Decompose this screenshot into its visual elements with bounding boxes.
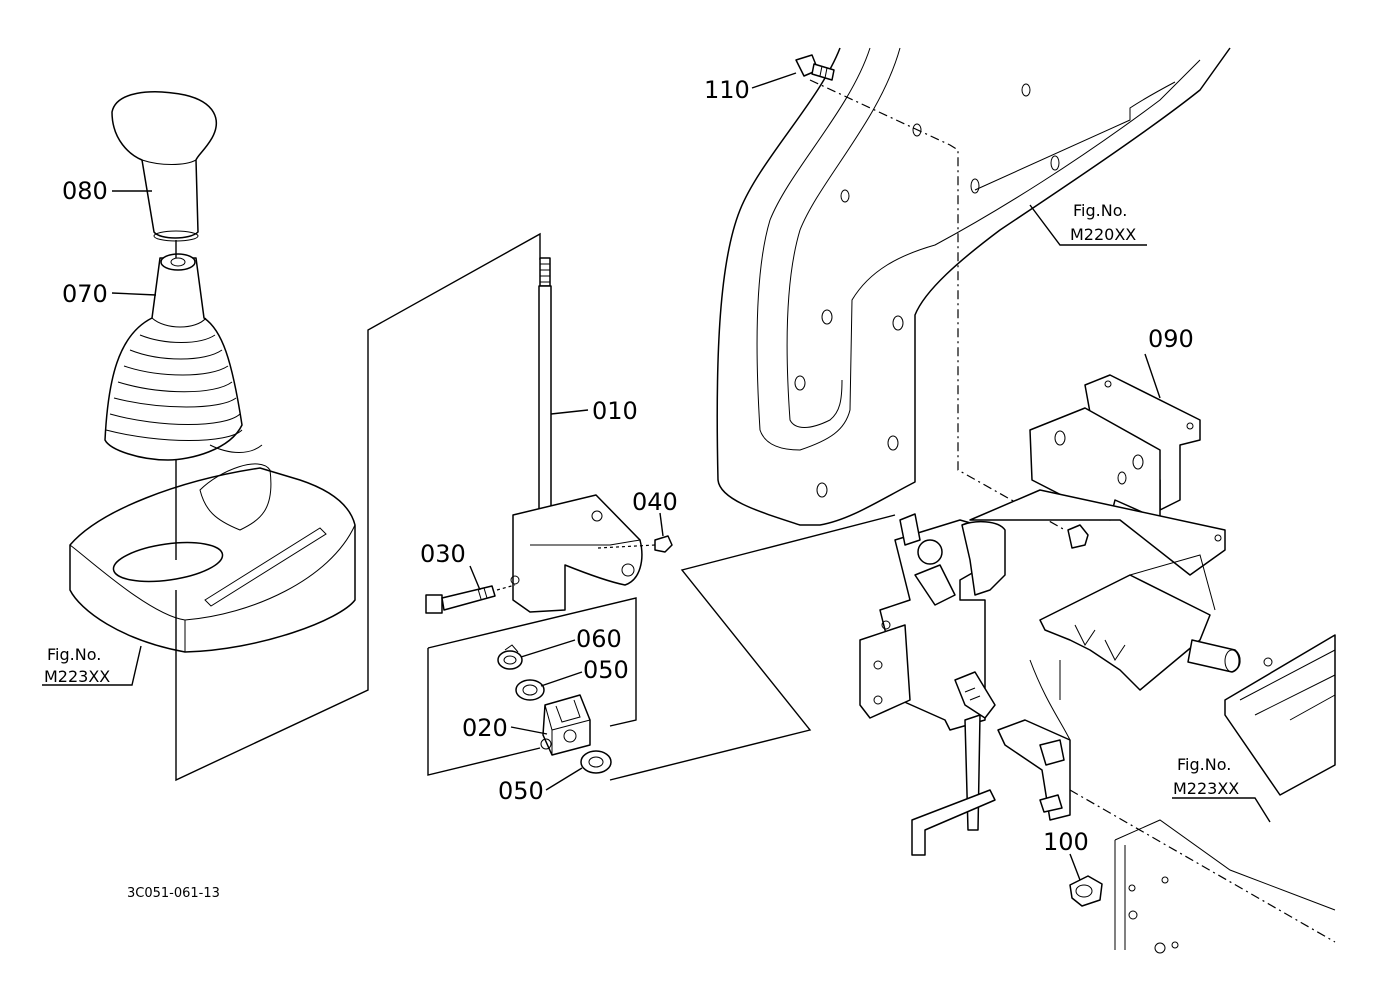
callout-070: 070 <box>62 280 108 308</box>
leader-060 <box>520 639 576 658</box>
bolt-030-part <box>425 585 496 614</box>
leader-070 <box>111 292 157 296</box>
callout-010: 010 <box>592 397 638 425</box>
leader-fig-top-right <box>1029 204 1147 246</box>
callout-100: 100 <box>1043 828 1089 856</box>
block-020-part <box>540 694 591 756</box>
callout-050-lower: 050 <box>498 777 544 805</box>
panel-centerline <box>809 79 1066 531</box>
shift-boot-part <box>104 253 243 461</box>
leader-040 <box>659 512 664 537</box>
frame-centerline <box>1069 789 1336 943</box>
linkage-bracket-part <box>859 513 1071 856</box>
washer-050-upper-part <box>515 679 545 701</box>
leader-090 <box>1144 353 1161 399</box>
drawing-serial: 3C051-061-13 <box>127 886 220 901</box>
leader-050-upper <box>540 671 583 687</box>
callout-030: 030 <box>420 540 466 568</box>
clip-060-part <box>497 644 523 670</box>
fig-ref-top-right: Fig.No. M220XX <box>1070 201 1136 244</box>
lower-bracket-part <box>1039 554 1241 691</box>
nut-040-part <box>654 535 673 553</box>
fig-ref-bottom-right: Fig.No. M223XX <box>1173 755 1239 798</box>
fig-ref-bottom-right-code: M223XX <box>1173 779 1239 798</box>
leader-fig-bottom-right <box>1172 797 1271 823</box>
bolt-110-part <box>795 54 835 81</box>
callout-060: 060 <box>576 625 622 653</box>
leader-030 <box>469 565 481 591</box>
callout-090: 090 <box>1148 325 1194 353</box>
subassembly-box-left <box>427 648 541 776</box>
leader-050-lower <box>545 767 583 791</box>
main-frame-part <box>1114 634 1336 954</box>
shift-lever-part <box>510 257 643 613</box>
callout-050-upper: 050 <box>583 656 629 684</box>
floor-plate-part <box>69 444 356 653</box>
fig-ref-left-prefix: Fig.No. <box>47 645 101 664</box>
callout-110: 110 <box>704 76 750 104</box>
fig-ref-left-code: M223XX <box>44 667 110 686</box>
nut-100-part <box>1069 875 1103 907</box>
callout-080: 080 <box>62 177 108 205</box>
leader-010 <box>550 409 589 415</box>
fig-ref-top-right-prefix: Fig.No. <box>1073 201 1127 220</box>
fig-ref-bottom-right-prefix: Fig.No. <box>1177 755 1231 774</box>
leader-100 <box>1069 853 1081 881</box>
leader-020 <box>510 726 548 735</box>
nut-center-part <box>1067 524 1089 549</box>
shift-knob-part <box>111 91 217 242</box>
side-panel-part <box>716 47 1231 526</box>
leader-110 <box>751 72 797 89</box>
assembly-reference-line <box>175 232 541 782</box>
fig-ref-top-right-code: M220XX <box>1070 225 1136 244</box>
fig-ref-left: Fig.No. M223XX <box>44 645 110 686</box>
subassembly-box-right <box>427 597 637 727</box>
bracket-090-part <box>969 374 1226 576</box>
washer-050-lower-part <box>580 750 612 774</box>
link-reference-line <box>609 514 896 781</box>
callout-020: 020 <box>462 714 508 742</box>
callout-040: 040 <box>632 488 678 516</box>
leader-fig-left <box>42 645 142 686</box>
